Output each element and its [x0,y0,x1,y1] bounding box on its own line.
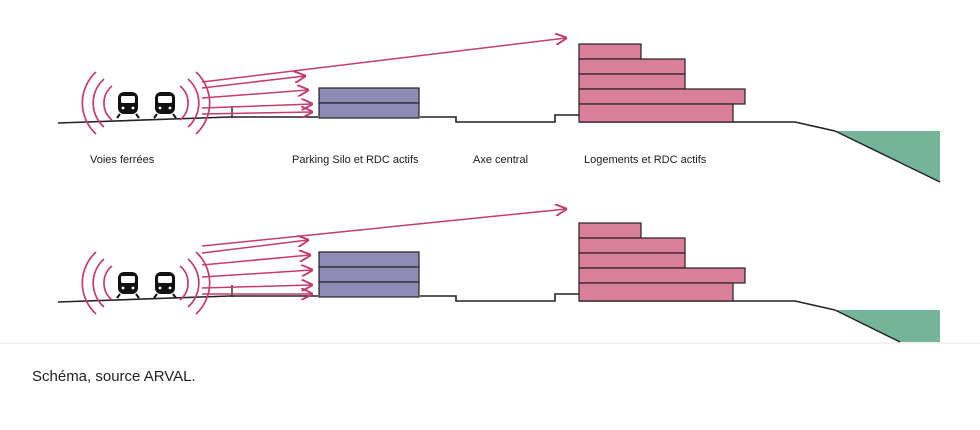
figure-caption: Schéma, source ARVAL. [32,368,196,385]
noise-waves-left-icon [81,251,113,315]
train-icon [116,271,140,299]
parking-building [318,87,420,119]
label-axis: Axe central [473,154,528,166]
section-top: Voies ferrées Parking Silo et RDC actifs… [57,38,941,183]
noise-waves-right-icon [179,251,211,315]
label-tracks: Voies ferrées [90,154,155,166]
train-icon [153,271,177,299]
label-parking: Parking Silo et RDC actifs [292,154,419,166]
noise-arrows [201,209,566,294]
noise-arrows [201,38,566,114]
section-bottom [57,209,940,343]
noise-waves-left-icon [81,71,113,135]
housing-building [578,222,746,302]
train-icon [153,91,177,119]
parking-building [318,251,420,298]
housing-building [578,43,746,123]
section-diagram: Voies ferrées Parking Silo et RDC actifs… [0,0,980,344]
label-housing: Logements et RDC actifs [584,154,707,166]
noise-waves-right-icon [179,71,211,135]
train-icon [116,91,140,119]
water-area [835,310,940,342]
